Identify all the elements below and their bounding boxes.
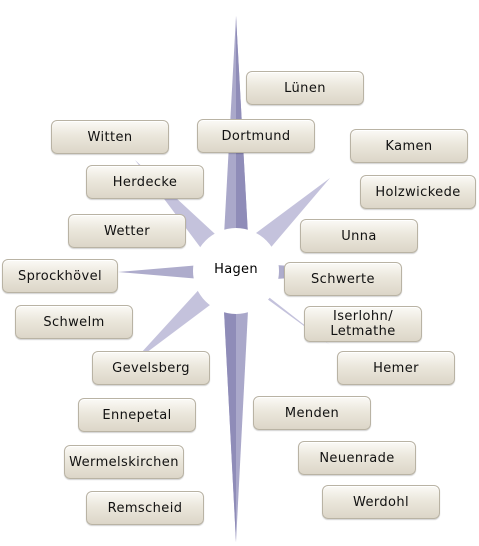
city-label: Ennepetal (102, 407, 172, 423)
city-label: Gevelsberg (112, 360, 190, 376)
compass-center-circle (193, 228, 279, 314)
city-box-remscheid: Remscheid (86, 491, 204, 525)
city-label: Menden (284, 405, 340, 421)
city-label: Unna (341, 228, 377, 244)
city-label: Dortmund (221, 128, 291, 144)
city-label: Hemer (373, 360, 419, 376)
city-label: Holzwickede (375, 184, 461, 200)
city-box-sprockhoevel: Sprockhövel (2, 259, 118, 293)
city-box-ennepetal: Ennepetal (78, 398, 196, 432)
city-box-schwerte: Schwerte (284, 262, 402, 296)
city-label: Remscheid (107, 500, 183, 516)
city-box-witten: Witten (51, 120, 169, 154)
city-box-menden: Menden (253, 396, 371, 430)
city-label: Iserlohn/ Letmathe (330, 309, 396, 339)
city-box-wetter: Wetter (68, 214, 186, 248)
city-box-werdohl: Werdohl (322, 485, 440, 519)
city-label: Sprockhövel (17, 268, 103, 284)
city-box-herdecke: Herdecke (86, 165, 204, 199)
city-label: Lünen (284, 80, 326, 96)
city-label: Werdohl (352, 494, 410, 510)
city-box-gevelsberg: Gevelsberg (92, 351, 210, 385)
city-box-iserlohn-letmathe: Iserlohn/ Letmathe (304, 306, 422, 342)
city-label: Schwelm (43, 314, 105, 330)
city-box-dortmund: Dortmund (197, 119, 315, 153)
city-label: Kamen (385, 138, 433, 154)
city-label: Wetter (103, 223, 151, 239)
city-box-unna: Unna (300, 219, 418, 253)
city-box-holzwickede: Holzwickede (360, 175, 476, 209)
city-label: Neuenrade (319, 450, 395, 466)
city-label: Herdecke (112, 174, 178, 190)
city-box-kamen: Kamen (350, 129, 468, 163)
city-label: Schwerte (311, 271, 375, 287)
city-box-neuenrade: Neuenrade (298, 441, 416, 475)
city-box-luenen: Lünen (246, 71, 364, 105)
city-box-schwelm: Schwelm (15, 305, 133, 339)
city-label: Witten (87, 129, 133, 145)
center-label-hagen: Hagen (214, 262, 258, 277)
city-box-hemer: Hemer (337, 351, 455, 385)
city-label: Wermelskirchen (69, 454, 179, 470)
city-box-wermelskirchen: Wermelskirchen (64, 445, 184, 479)
